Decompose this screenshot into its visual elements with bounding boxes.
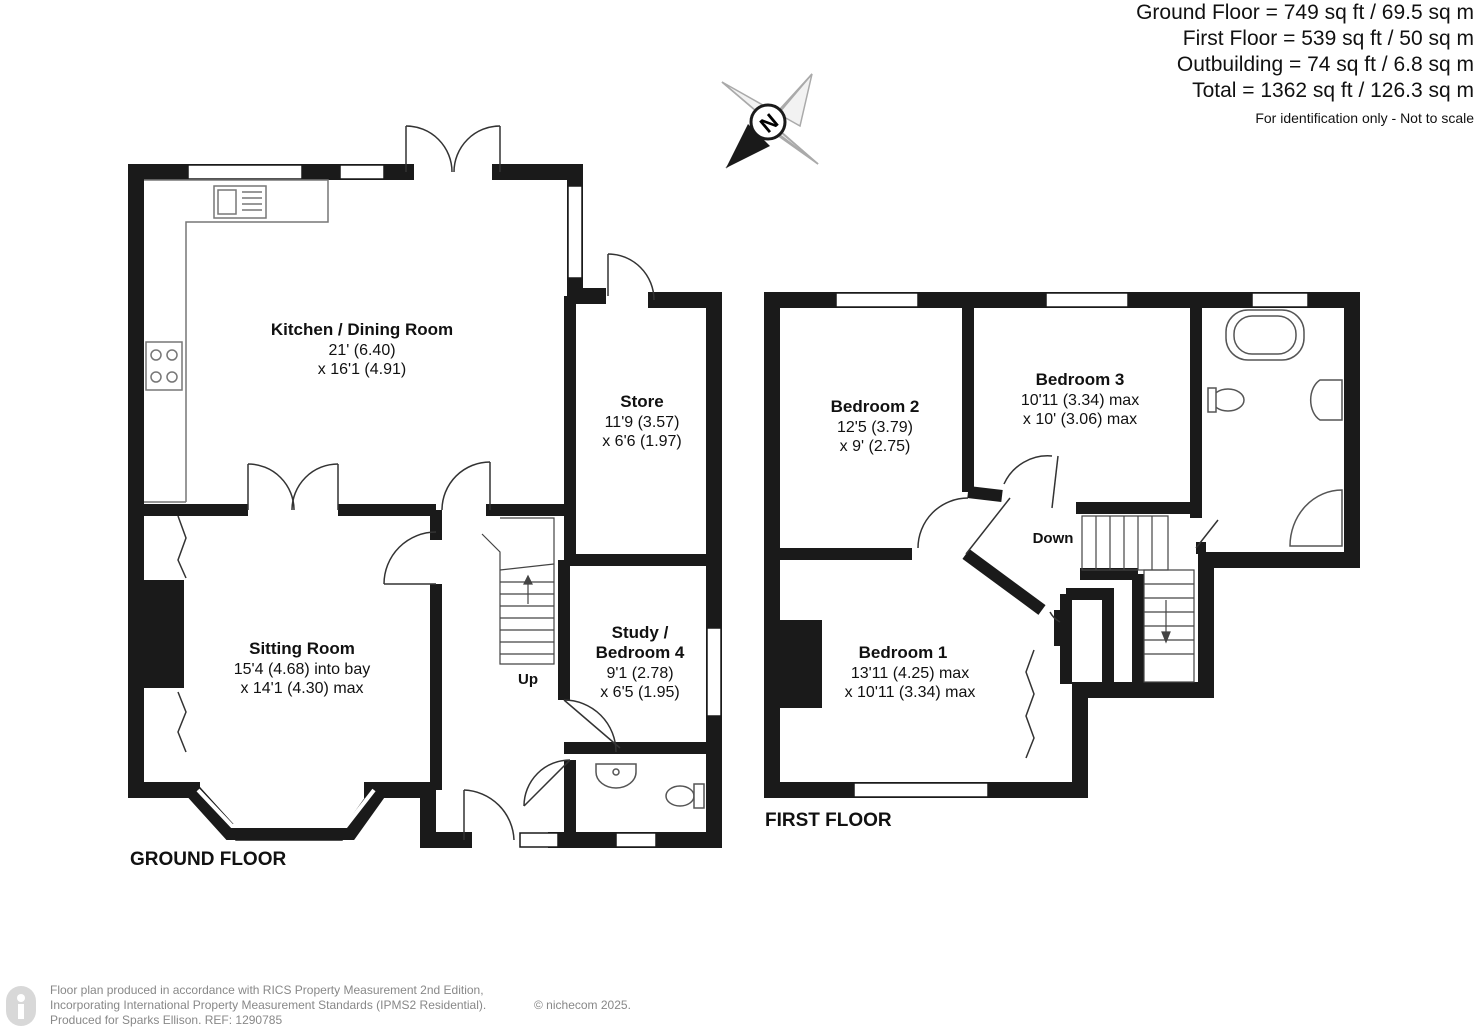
copyright: © nichecom 2025. [534,998,631,1012]
study-name-2: Bedroom 4 [596,643,685,662]
first-floor-inner-walls [778,300,1206,684]
footer-text: Floor plan produced in accordance with R… [50,983,486,1028]
sitting-room-dim-2: x 14'1 (4.30) max [240,680,363,697]
kitchen-dim-2: x 16'1 (4.91) [318,361,406,378]
disclaimer-note: For identification only - Not to scale [1255,110,1474,126]
ground-doors [177,125,655,841]
sitting-room-dim-1: 15'4 (4.68) into bay [234,661,370,678]
bedroom2-dim-2: x 9' (2.75) [840,438,911,455]
outbuilding-area: Outbuilding = 74 sq ft / 6.8 sq m [1176,53,1474,76]
ground-floor-area: Ground Floor = 749 sq ft / 69.5 sq m [1136,1,1474,24]
chimney-breast [140,580,184,688]
first-doors [917,455,1219,759]
first-floor-label: FIRST FLOOR [765,810,892,831]
compass-icon: N [721,73,819,169]
ground-floor-walls [128,164,722,848]
area-summary: Ground Floor = 749 sq ft / 69.5 sq m Fir… [1136,0,1474,128]
bedroom1-dim-1: 13'11 (4.25) max [851,665,969,682]
person-icon [6,986,36,1026]
store-name: Store [620,392,663,411]
ground-stairs [481,517,555,665]
first-chimney-breast [780,620,822,708]
first-floor-area: First Floor = 539 sq ft / 50 sq m [1182,27,1474,50]
footer-line-3: Produced for Sparks Ellison. REF: 129078… [50,1013,283,1027]
ground-floor-label: GROUND FLOOR [130,849,286,870]
kitchen-dim-1: 21' (6.40) [328,342,395,359]
wc-fixtures [595,763,705,809]
first-windows [835,292,1309,798]
store-dim-2: x 6'6 (1.97) [602,433,682,450]
bay-window [186,784,387,840]
total-area: Total = 1362 sq ft / 126.3 sq m [1192,79,1474,102]
ground-floor-inner-walls [142,296,714,840]
bedroom1-name: Bedroom 1 [859,643,948,662]
bathroom-fixtures [1207,309,1343,547]
kitchen-name: Kitchen / Dining Room [271,320,453,339]
bedroom3-name: Bedroom 3 [1036,370,1125,389]
study-dim-2: x 6'5 (1.95) [600,684,680,701]
bedroom1-dim-2: x 10'11 (3.34) max [845,684,976,701]
kitchen-units [144,179,329,503]
bedroom3-dim-2: x 10' (3.06) max [1023,411,1137,428]
footer-line-2: Incorporating International Property Mea… [50,998,487,1012]
store-dim-1: 11'9 (3.57) [605,414,680,431]
bedroom2-dim-1: 12'5 (3.79) [837,419,913,436]
footer-line-1: Floor plan produced in accordance with R… [50,983,484,997]
study-dim-1: 9'1 (2.78) [606,665,673,682]
bedroom3-dim-1: 10'11 (3.34) max [1021,392,1139,409]
bedroom2-name: Bedroom 2 [831,397,920,416]
first-stairs [1081,515,1195,683]
stairs-up-label: Up [518,671,538,688]
study-name-1: Study / [612,623,669,642]
sitting-room-name: Sitting Room [249,639,355,658]
stairs-down-label: Down [1033,530,1074,547]
